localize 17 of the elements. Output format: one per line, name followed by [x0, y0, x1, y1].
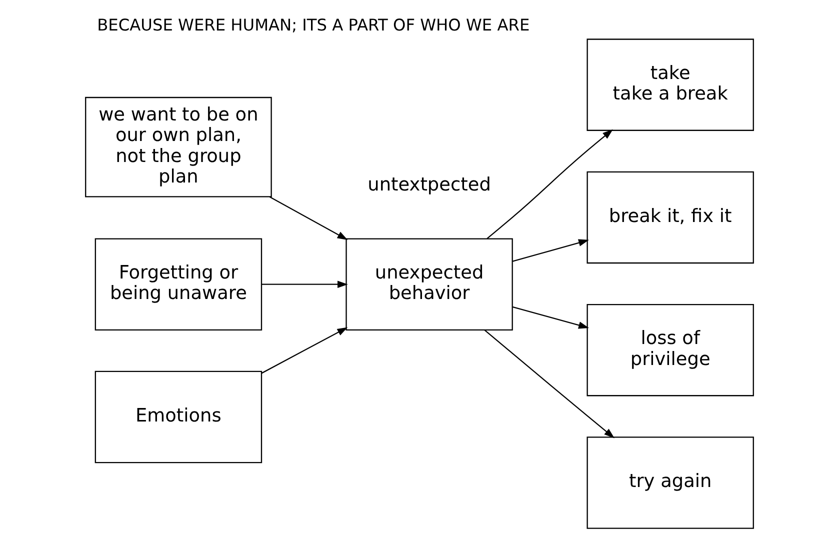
arrow [262, 280, 348, 288]
node-box: Forgetting or being unaware [94, 238, 262, 330]
node-box: break it, fix it [586, 171, 754, 264]
node-box: we want to be on our own plan, not the group plan [85, 96, 272, 198]
arrow [269, 196, 348, 240]
node-box: take take a break [586, 38, 754, 131]
node-box: unexpected behavior [346, 238, 513, 330]
arrow [512, 306, 589, 329]
arrow [484, 330, 615, 438]
node-label: untextpected [368, 174, 491, 196]
node-box: try again [586, 436, 754, 529]
arrow [261, 327, 348, 374]
diagram-title: BECAUSE WERE HUMAN; ITS A PART OF WHO WE ARE [97, 15, 530, 34]
arrow [486, 129, 613, 240]
node-box: loss of privilege [586, 304, 754, 396]
node-box: Emotions [94, 370, 262, 464]
arrow [512, 239, 589, 262]
